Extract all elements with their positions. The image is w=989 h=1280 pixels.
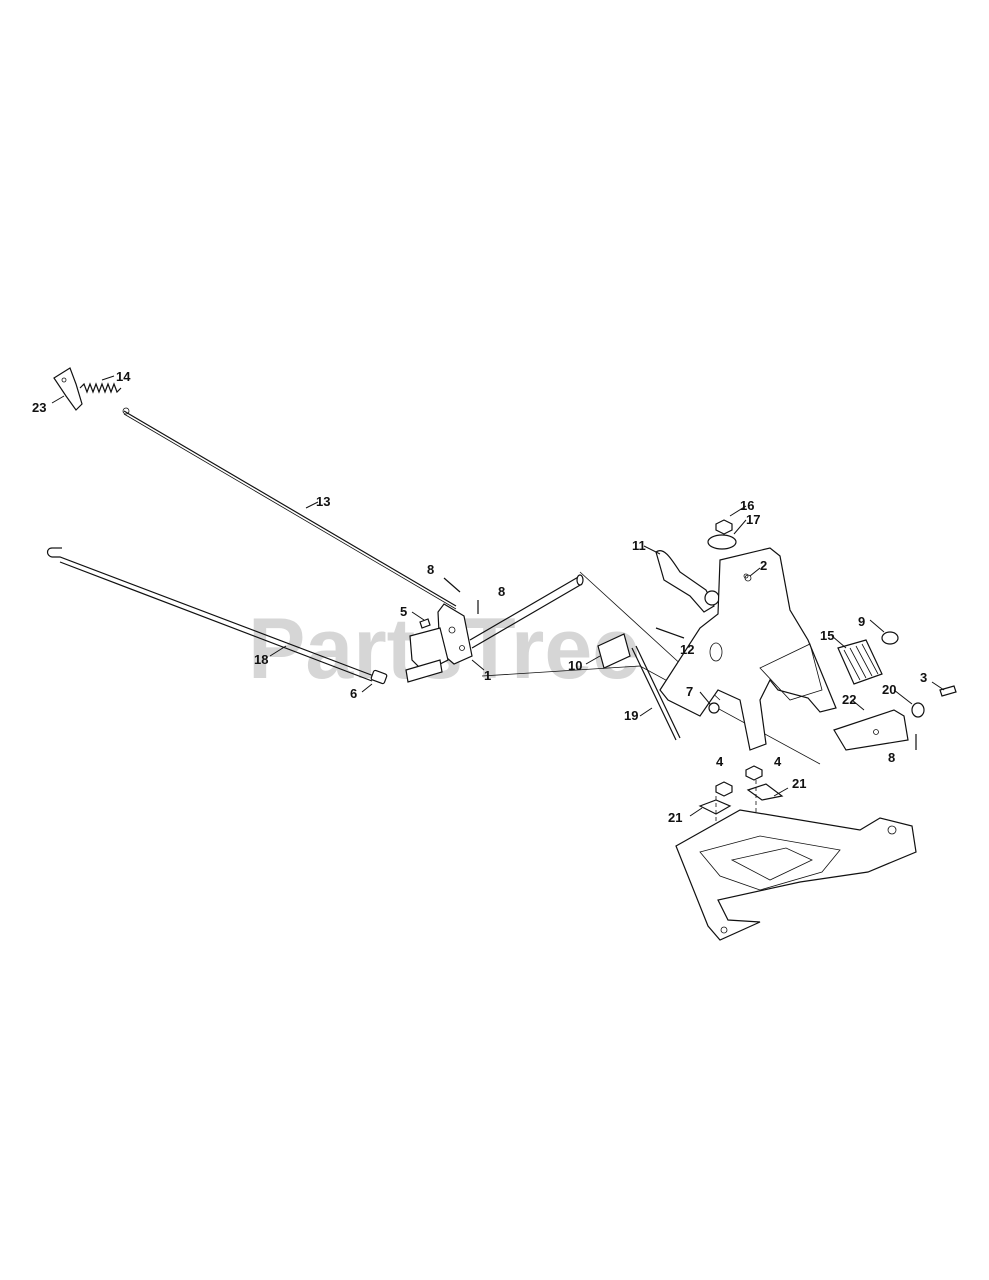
callout-5: 5	[400, 604, 407, 619]
callout-3: 3	[920, 670, 927, 685]
callout-17: 17	[746, 512, 760, 527]
part-10-bracket[interactable]	[597, 633, 631, 669]
callout-11: 11	[632, 538, 646, 553]
callout-4-left: 4	[716, 754, 724, 769]
callout-13: 13	[316, 494, 330, 509]
part-14-spring[interactable]	[79, 382, 130, 415]
callout-1: 1	[484, 668, 491, 683]
part-3-bolt[interactable]	[939, 685, 957, 697]
part-7-nut[interactable]	[708, 702, 720, 714]
part-18-rod[interactable]	[46, 547, 375, 682]
callout-8-right: 8	[888, 750, 895, 765]
callout-19: 19	[624, 708, 638, 723]
callout-15: 15	[820, 628, 834, 643]
callout-7: 7	[686, 684, 693, 699]
callout-6: 6	[350, 686, 357, 701]
part-19-rod[interactable]	[631, 647, 677, 741]
callout-9: 9	[858, 614, 865, 629]
part-22-bracket[interactable]	[833, 709, 909, 751]
callout-23: 23	[32, 400, 46, 415]
callout-12: 12	[680, 642, 694, 657]
callout-20: 20	[882, 682, 896, 697]
pedal-bracket-plate	[659, 547, 837, 751]
part-6-ferrule[interactable]	[370, 669, 388, 685]
part-12-link[interactable]	[655, 627, 685, 639]
callout-14: 14	[116, 369, 131, 384]
part-4-screw-left[interactable]	[715, 781, 733, 797]
part-21-clip-right[interactable]	[746, 783, 784, 801]
part-2-screw[interactable]	[743, 573, 749, 579]
callout-18: 18	[254, 652, 268, 667]
part-1-shaft-assembly[interactable]	[405, 574, 584, 683]
callout-8-middle: 8	[498, 584, 505, 599]
callout-21-right: 21	[792, 776, 806, 791]
part-9-nut[interactable]	[881, 631, 899, 645]
callout-2: 2	[760, 558, 767, 573]
part-17-washer[interactable]	[707, 534, 737, 550]
callout-4-right: 4	[774, 754, 782, 769]
part-13-cable[interactable]	[123, 410, 457, 607]
part-21-clip-left[interactable]	[698, 799, 732, 815]
callout-16: 16	[740, 498, 754, 513]
part-15-pedal-pad[interactable]	[837, 639, 883, 685]
part-5-bolt[interactable]	[419, 618, 431, 629]
part-11-lever-arm[interactable]	[655, 550, 720, 613]
callout-8-upper: 8	[427, 562, 434, 577]
part-16-nut[interactable]	[715, 519, 733, 535]
part-20-washer[interactable]	[911, 702, 925, 718]
callout-22: 22	[842, 692, 856, 707]
part-4-screw-right[interactable]	[745, 765, 763, 781]
part-8-screw-upper[interactable]	[443, 577, 461, 593]
callout-21-left: 21	[668, 810, 682, 825]
mower-frame	[675, 809, 917, 941]
callout-10: 10	[568, 658, 582, 673]
part-23-lever-bracket[interactable]	[53, 367, 83, 411]
